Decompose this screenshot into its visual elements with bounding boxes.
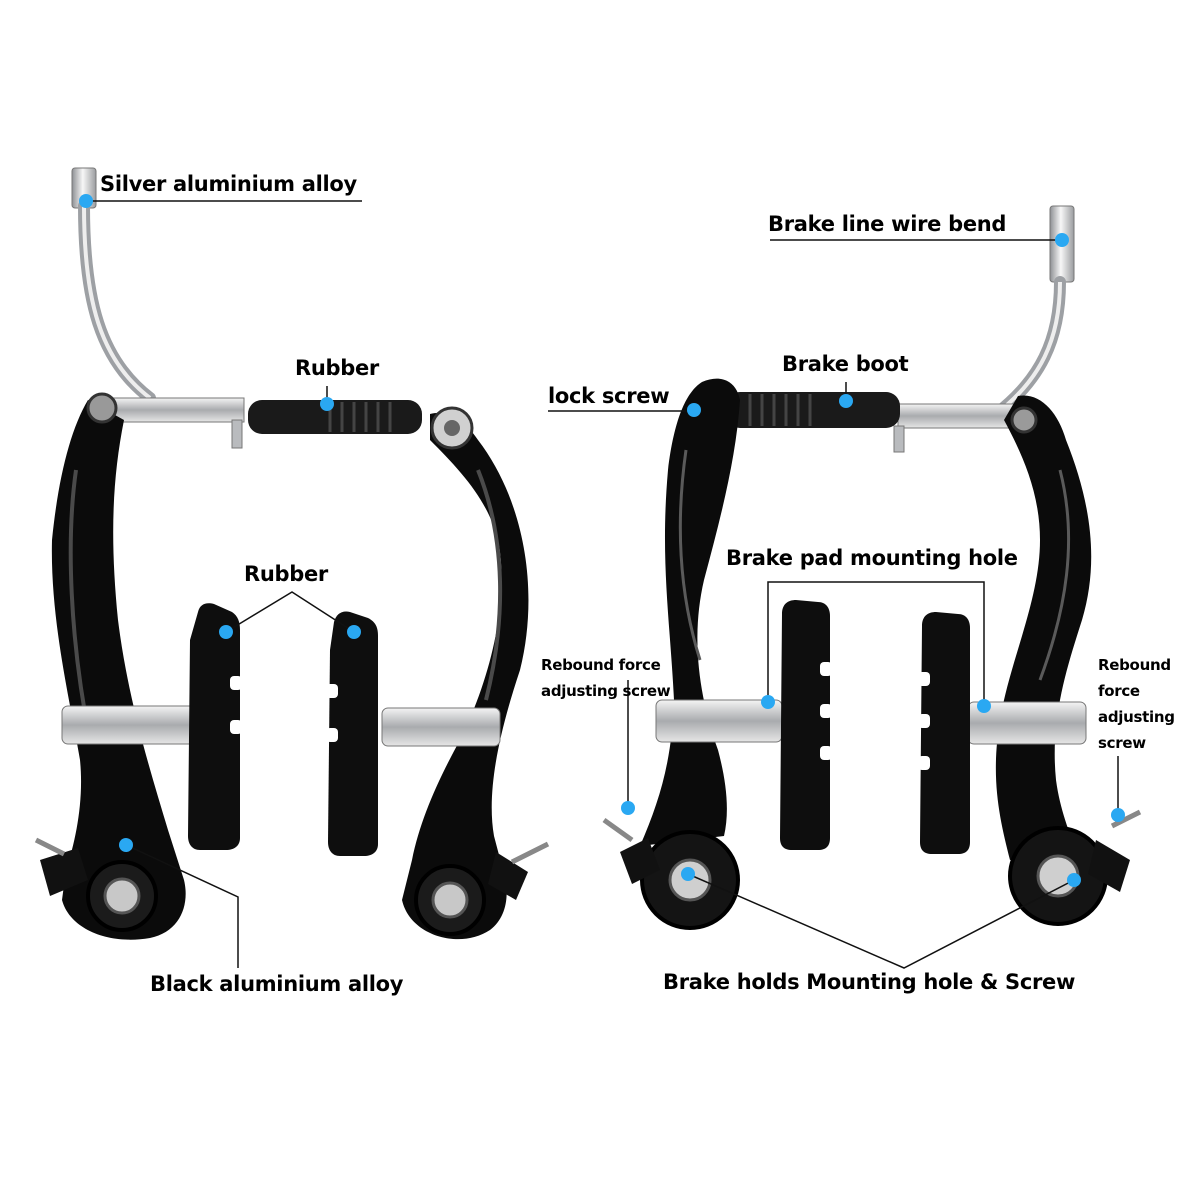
right-brake-boot — [726, 392, 900, 428]
dot-marker-icon — [681, 867, 695, 881]
dot-marker-icon — [761, 695, 775, 709]
dot-marker-icon — [977, 699, 991, 713]
left-arm-black-alloy — [51, 400, 186, 940]
right-cable-link — [897, 403, 1017, 429]
dot-marker-icon — [1111, 808, 1125, 822]
right-brake-left-arm — [640, 378, 740, 846]
leader-lines — [86, 200, 1119, 969]
label-lock-screw: lock screw — [548, 384, 670, 408]
dot-marker-icon — [1055, 233, 1069, 247]
dot-marker-icon — [621, 801, 635, 815]
left-brake-boot — [248, 400, 422, 434]
dot-marker-icon — [1067, 873, 1081, 887]
label-rebound-right: Rebound force adjusting screw — [1098, 656, 1175, 752]
dot-marker-icon — [839, 394, 853, 408]
label-rebound-left: Rebound force adjusting screw — [541, 656, 671, 700]
dot-marker-icon — [320, 397, 334, 411]
label-brake-line-wire-bend: Brake line wire bend — [768, 212, 1007, 236]
dot-marker-icon — [119, 838, 133, 852]
left-brake — [34, 167, 550, 940]
label-brake-pad-mounting-hole: Brake pad mounting hole — [726, 546, 1018, 570]
right-brake-right-pad — [920, 612, 970, 854]
label-rubber-pads: Rubber — [244, 562, 328, 586]
label-brake-holds-mounting-hole: Brake holds Mounting hole & Screw — [663, 970, 1076, 994]
right-arm-black-alloy — [402, 412, 529, 940]
left-cable-link — [103, 397, 245, 423]
markers — [79, 194, 1125, 887]
label-rubber-top: Rubber — [295, 356, 379, 380]
dot-marker-icon — [219, 625, 233, 639]
label-brake-boot: Brake boot — [782, 352, 909, 376]
label-silver-aluminium-alloy: Silver aluminium alloy — [100, 172, 357, 196]
right-brake-left-pad — [780, 600, 830, 850]
label-black-aluminium-alloy: Black aluminium alloy — [150, 972, 404, 996]
left-rubber-pad — [188, 603, 240, 850]
dot-marker-icon — [687, 403, 701, 417]
right-rubber-pad — [328, 611, 378, 856]
dot-marker-icon — [79, 194, 93, 208]
dot-marker-icon — [347, 625, 361, 639]
right-brake-right-arm — [995, 395, 1092, 860]
